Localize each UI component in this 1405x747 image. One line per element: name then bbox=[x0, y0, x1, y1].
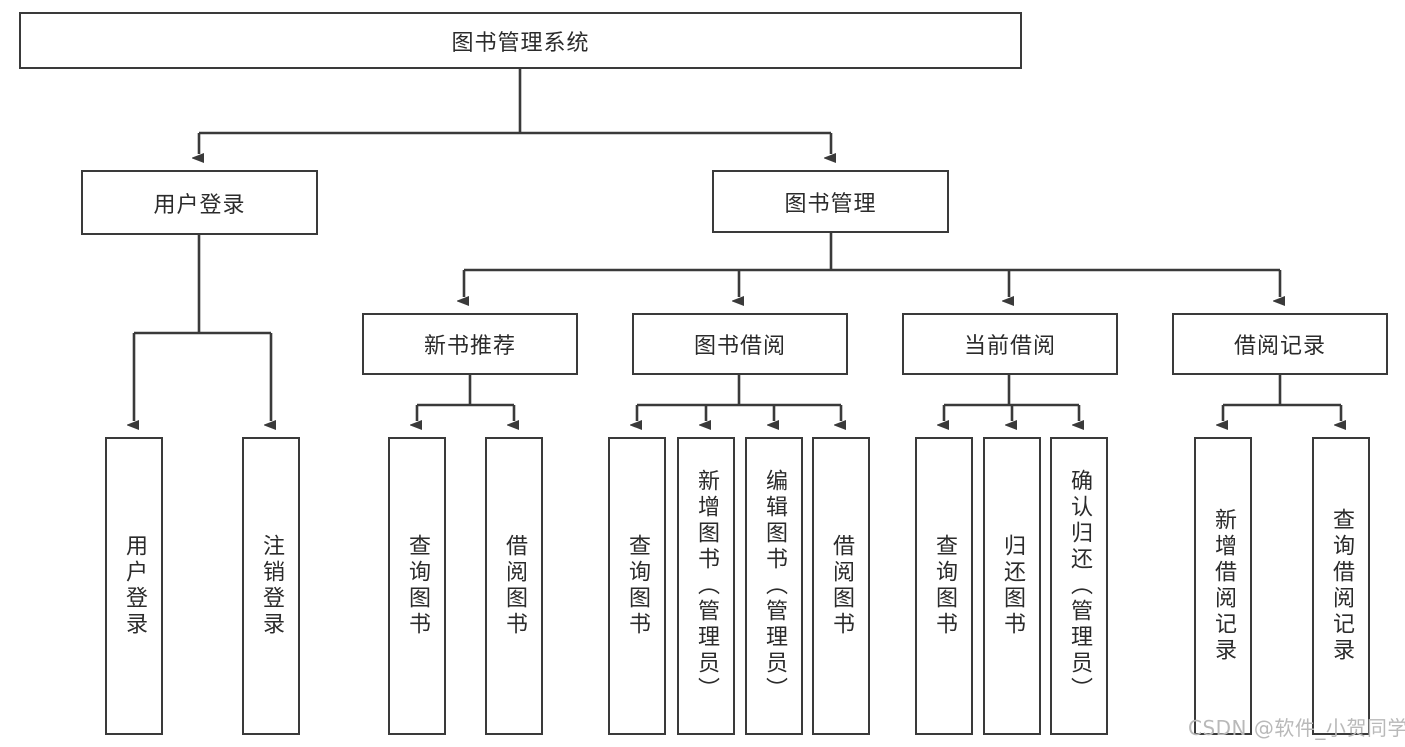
node-label: 借阅图书 bbox=[502, 534, 527, 638]
leaf-return-book[interactable]: 归还图书 bbox=[983, 437, 1041, 735]
leaf-query-book-3[interactable]: 查询图书 bbox=[915, 437, 973, 735]
node-label: 用户登录 bbox=[153, 192, 246, 218]
node-label: 查询图书 bbox=[405, 534, 430, 638]
leaf-borrow-book-2[interactable]: 借阅图书 bbox=[812, 437, 870, 735]
node-label: 借阅图书 bbox=[829, 534, 854, 638]
node-label: 借阅记录 bbox=[1233, 334, 1326, 359]
node-borrow-record[interactable]: 借阅记录 bbox=[1172, 313, 1388, 375]
node-label: 查询图书 bbox=[625, 534, 650, 638]
node-current-borrow[interactable]: 当前借阅 bbox=[902, 313, 1118, 375]
leaf-query-borrow-record[interactable]: 查询借阅记录 bbox=[1312, 437, 1370, 735]
leaf-add-borrow-record[interactable]: 新增借阅记录 bbox=[1194, 437, 1252, 735]
node-label: 新增图书（管理员） bbox=[694, 469, 719, 703]
leaf-user-logout[interactable]: 注销登录 bbox=[242, 437, 300, 735]
node-label: 图书管理 bbox=[784, 191, 877, 217]
leaf-borrow-book-1[interactable]: 借阅图书 bbox=[485, 437, 543, 735]
node-label: 用户登录 bbox=[122, 534, 147, 638]
node-label: 查询借阅记录 bbox=[1329, 508, 1354, 664]
node-label: 注销登录 bbox=[259, 534, 284, 638]
node-label: 图书借阅 bbox=[693, 334, 786, 359]
node-new-book-recommend[interactable]: 新书推荐 bbox=[362, 313, 578, 375]
node-label: 确认归还（管理员） bbox=[1067, 469, 1092, 703]
node-book-manage[interactable]: 图书管理 bbox=[712, 170, 949, 233]
node-book-borrow[interactable]: 图书借阅 bbox=[632, 313, 848, 375]
node-root-system[interactable]: 图书管理系统 bbox=[19, 12, 1022, 69]
node-label: 归还图书 bbox=[1000, 534, 1025, 638]
node-label: 编辑图书（管理员） bbox=[762, 469, 787, 703]
leaf-confirm-return[interactable]: 确认归还（管理员） bbox=[1050, 437, 1108, 735]
csdn-watermark: CSDN @软件_小贺同学 bbox=[1188, 716, 1405, 740]
node-label: 新书推荐 bbox=[423, 334, 516, 359]
leaf-add-book[interactable]: 新增图书（管理员） bbox=[677, 437, 735, 735]
node-label: 查询图书 bbox=[932, 534, 957, 638]
node-label: 当前借阅 bbox=[963, 334, 1056, 359]
leaf-query-book-2[interactable]: 查询图书 bbox=[608, 437, 666, 735]
node-user-login[interactable]: 用户登录 bbox=[81, 170, 318, 235]
leaf-query-book-1[interactable]: 查询图书 bbox=[388, 437, 446, 735]
leaf-user-login[interactable]: 用户登录 bbox=[105, 437, 163, 735]
node-label: 图书管理系统 bbox=[451, 30, 590, 56]
leaf-edit-book[interactable]: 编辑图书（管理员） bbox=[745, 437, 803, 735]
node-label: 新增借阅记录 bbox=[1211, 508, 1236, 664]
